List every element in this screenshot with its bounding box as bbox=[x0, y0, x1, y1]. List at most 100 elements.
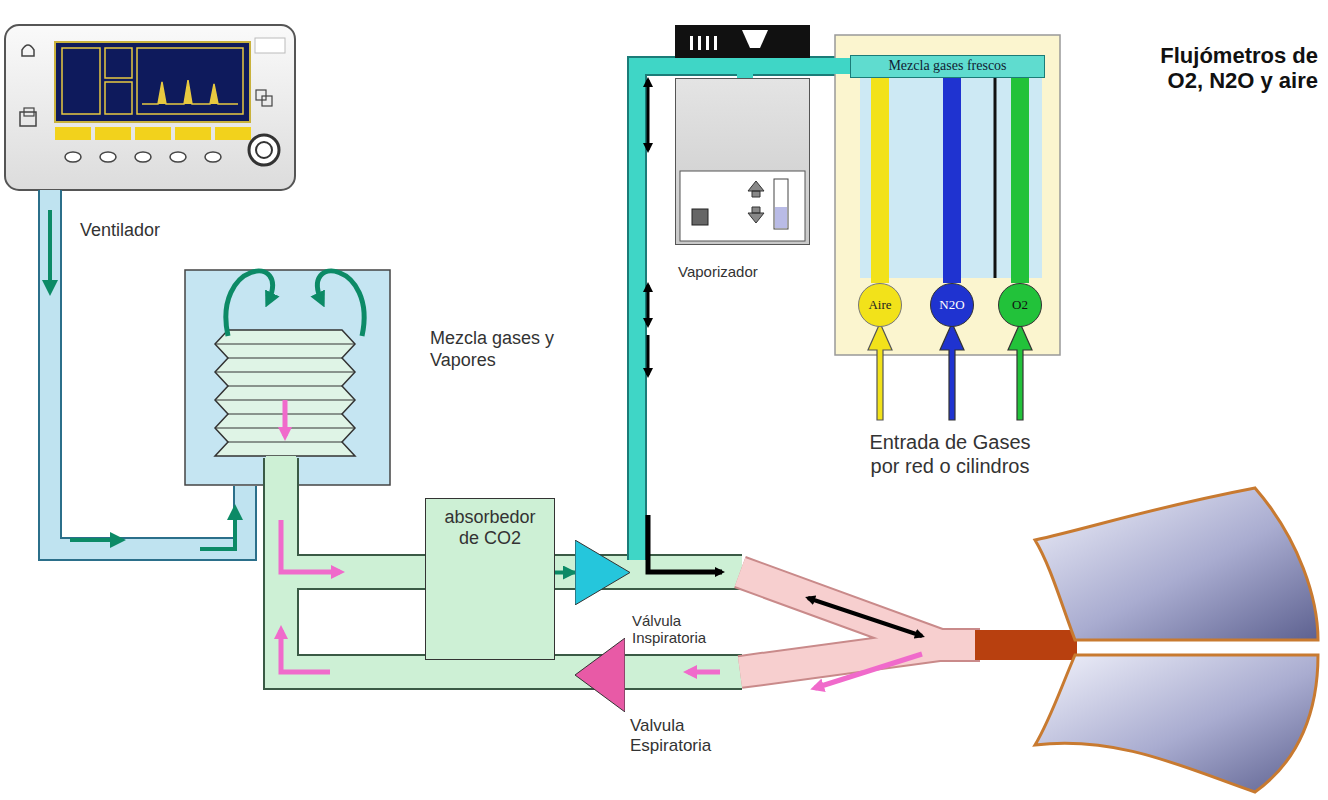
ventilator-device-part bbox=[170, 152, 186, 162]
valve-triangle bbox=[575, 540, 630, 605]
ventilator-device-part bbox=[142, 80, 238, 104]
gas-mix-label: Mezcla gases y Vapores bbox=[430, 328, 580, 371]
fresh-gas-line-part bbox=[647, 285, 650, 325]
bellows bbox=[215, 330, 355, 462]
connector bbox=[555, 571, 575, 575]
ventilator-device-part bbox=[215, 127, 251, 140]
vaporizer-dial-part bbox=[675, 25, 810, 58]
breathing-circuit-part bbox=[281, 458, 742, 672]
y-piece bbox=[740, 572, 980, 688]
drive-gas-pipe-part bbox=[200, 510, 235, 549]
connector bbox=[943, 78, 961, 283]
ventilator-device-part bbox=[105, 48, 132, 78]
ventilator-device-part bbox=[137, 48, 243, 114]
vaporizer-dial bbox=[675, 25, 810, 58]
drive-gas-pipe-part bbox=[70, 538, 120, 542]
node-label: Aire bbox=[868, 298, 891, 313]
ventilator-device-part bbox=[249, 135, 279, 165]
y-piece-part bbox=[740, 572, 980, 672]
ventilator-unit: Ventilador bbox=[5, 25, 295, 190]
expiratory-valve: Valvula Espiratoria bbox=[575, 638, 625, 712]
node-heading: Valvula Espiratoria bbox=[630, 716, 745, 755]
drive-gas-pipe-part bbox=[48, 210, 52, 290]
lungs-part bbox=[1035, 488, 1318, 640]
ventilator-device-part bbox=[65, 152, 81, 162]
bellows-part bbox=[215, 344, 355, 345]
vaporizer-dial-part bbox=[706, 36, 709, 50]
node-label: Mezcla gases frescos bbox=[888, 58, 1006, 74]
bellows-housing-part bbox=[226, 271, 273, 336]
bellows-housing bbox=[185, 270, 390, 485]
o2-inlet: O2 bbox=[998, 283, 1042, 327]
bellows-housing-part bbox=[283, 400, 288, 436]
ventilator-device-part bbox=[62, 48, 100, 114]
breathing-circuit-part bbox=[281, 630, 330, 672]
flowmeter-panel-part bbox=[994, 78, 997, 278]
fresh-gas-line-part bbox=[637, 66, 852, 560]
gas-inlet-arrows bbox=[868, 323, 1032, 420]
node-heading: Vaporizador bbox=[678, 263, 828, 280]
ventilator-device bbox=[5, 25, 295, 190]
ventilator-device-part bbox=[105, 82, 132, 114]
co2-absorber: absorbedor de CO2 bbox=[425, 498, 555, 660]
gas-inlet-label: Entrada de Gases por red o cilindros bbox=[855, 430, 1045, 478]
node-heading: Válvula Inspiratoria bbox=[632, 612, 732, 647]
flowmeter-panel bbox=[835, 35, 1060, 355]
breathing-circuit-part bbox=[281, 458, 742, 672]
flowmeter-panel-part bbox=[835, 35, 1060, 355]
lungs bbox=[975, 488, 1318, 792]
vaporizer-dial-part bbox=[742, 30, 768, 48]
bellows-part bbox=[228, 358, 342, 359]
ventilator-device-part bbox=[22, 45, 34, 56]
fresh-gas-line-part bbox=[647, 80, 650, 150]
bellows-part bbox=[228, 442, 342, 443]
ventilator-device-part bbox=[135, 127, 171, 140]
fresh-gas-line-part bbox=[637, 66, 852, 560]
vaporizer-window bbox=[676, 79, 811, 246]
bellows-part bbox=[215, 330, 355, 456]
bellows-part bbox=[215, 372, 355, 373]
flowmeter-panel: Mezcla gases frescosAireN2OO2Flujómetros… bbox=[835, 35, 1060, 355]
breathing-circuit bbox=[281, 458, 742, 672]
vaporizer-dial-part bbox=[698, 36, 701, 50]
expiratory-valve-shape bbox=[575, 638, 625, 712]
ventilator-device-part bbox=[262, 96, 272, 106]
ventilator-device-part bbox=[135, 152, 151, 162]
bellows-housing-part bbox=[185, 270, 390, 485]
vaporizer: Vaporizador bbox=[675, 78, 810, 245]
bellows-part bbox=[228, 386, 342, 387]
node-heading: Ventilador bbox=[80, 220, 250, 241]
node-label: N2O bbox=[939, 298, 964, 313]
ventilator-device-part bbox=[256, 90, 266, 100]
y-piece-part bbox=[740, 572, 980, 672]
ventilator-device-part bbox=[205, 152, 221, 162]
node-label: absorbedor de CO2 bbox=[438, 507, 542, 548]
connector bbox=[871, 78, 889, 283]
air-inlet: Aire bbox=[858, 283, 902, 327]
gas-inlet-arrows-part bbox=[868, 323, 892, 420]
lungs-part bbox=[975, 630, 1077, 660]
y-piece-part bbox=[808, 598, 922, 636]
connector bbox=[1011, 78, 1029, 283]
fresh-gas-bar: Mezcla gases frescos bbox=[850, 55, 1045, 78]
node-heading: Flujómetros de O2, N2O y aire bbox=[1138, 43, 1318, 94]
gas-inlet-arrows-part bbox=[1008, 323, 1032, 420]
ventilator-device-part bbox=[175, 127, 211, 140]
inspiratory-valve: Válvula Inspiratoria bbox=[575, 540, 630, 605]
ventilator-device-part bbox=[5, 25, 295, 190]
lungs-part bbox=[1035, 655, 1318, 792]
ventilator-device-part bbox=[55, 42, 250, 122]
bellows-housing-part bbox=[317, 271, 364, 336]
fresh-gas-line-part bbox=[648, 515, 722, 572]
ventilator-device-part bbox=[255, 38, 285, 53]
valve-triangle bbox=[575, 638, 625, 712]
breathing-circuit-part bbox=[281, 520, 340, 572]
y-piece-part bbox=[815, 654, 922, 688]
gas-inlet-arrows-part bbox=[940, 323, 964, 420]
ventilator-device-part bbox=[100, 152, 116, 162]
ventilator-device-part bbox=[256, 142, 272, 158]
fresh-gas-line-part bbox=[647, 335, 650, 375]
